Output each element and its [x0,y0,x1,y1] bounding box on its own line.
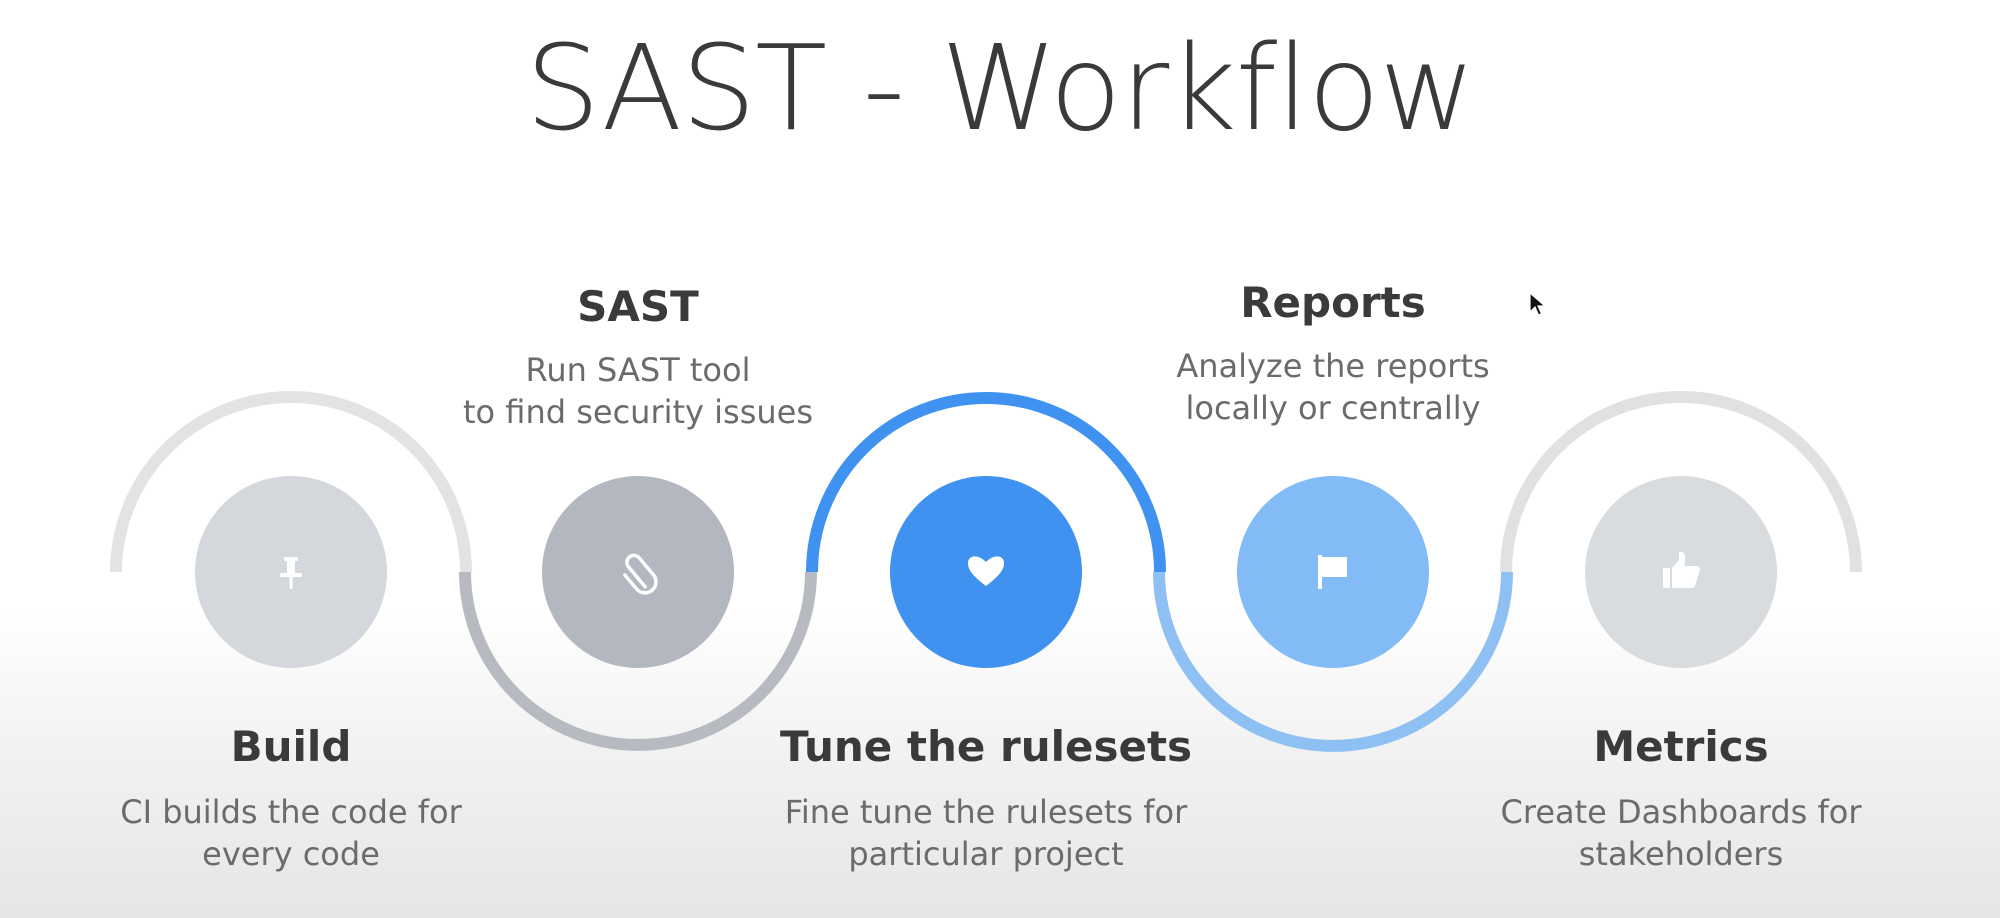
step-build-title: Build [230,722,352,771]
paperclip-icon [623,553,658,595]
reports-arc [1153,571,1513,752]
page-title: SAST - Workflow [525,19,1475,157]
step-metrics-title: Metrics [1593,722,1769,771]
tune-arc [806,392,1166,573]
flag-icon [1318,555,1347,589]
step-metrics-description: Create Dashboards for stakeholders [1500,793,1862,873]
step-tune-description: Fine tune the rulesets for particular pr… [784,793,1188,873]
pin-icon [280,557,302,589]
metrics-arc [1500,391,1862,573]
step-sast-title: SAST [577,282,699,331]
step-reports-description: Analyze the reports locally or centrally [1176,347,1490,427]
mouse-cursor-icon [1529,292,1547,316]
sast-circle [542,476,734,668]
thumbs-up-icon [1663,551,1700,588]
build-arc [110,391,472,573]
step-sast-description: Run SAST tool to find security issues [462,351,814,431]
step-tune-title: Tune the rulesets [779,722,1193,771]
sast-arc [459,571,817,751]
step-build-description: CI builds the code for every code [120,793,462,873]
heart-icon [968,556,1004,586]
step-reports-title: Reports [1240,278,1426,327]
